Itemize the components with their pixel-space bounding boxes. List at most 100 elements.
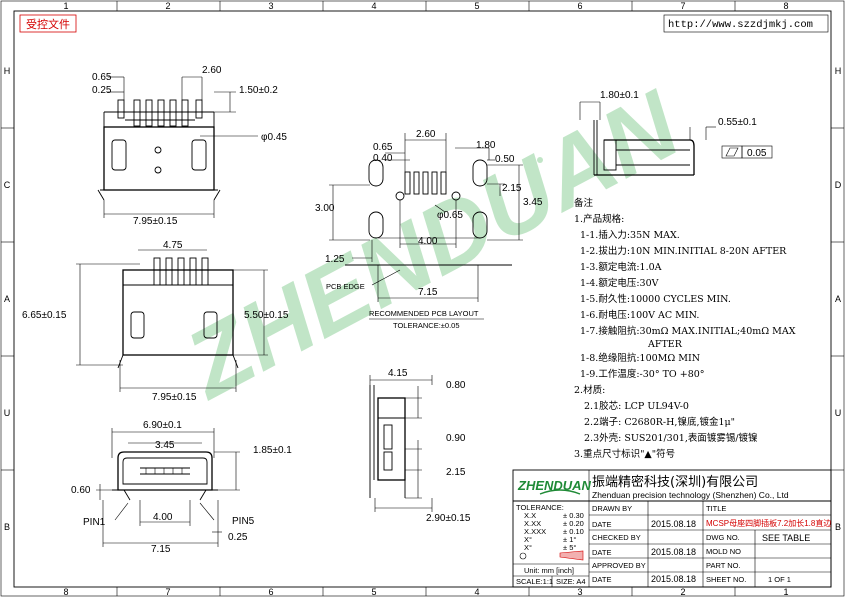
grid-row-label: H	[835, 66, 842, 76]
grid-col-label: 6	[268, 587, 273, 597]
grid-col-label: 8	[63, 587, 68, 597]
note-line: 1-8.绝缘阻抗:100MΩ MIN	[580, 352, 700, 364]
grid-row-label: U	[835, 408, 842, 418]
checked-by-label: CHECKED BY	[592, 533, 641, 542]
grid-row-label: B	[835, 522, 841, 532]
note-line: 2.2端子: C2680R-H,镍底,镀金1μ"	[584, 416, 735, 428]
dwg-no-value: SEE TABLE	[762, 533, 810, 543]
mold-no-label: MOLD NO	[706, 547, 741, 556]
bottom-view	[96, 428, 240, 547]
dim-label: 7.15	[151, 544, 171, 555]
dim-label: 0.65	[92, 72, 112, 83]
tol-key: X.X	[524, 511, 536, 520]
grid-row-label: B	[4, 522, 10, 532]
dim-label: 0.25	[228, 532, 248, 543]
note-line: 1-9.工作温度:-30° TO +80°	[580, 368, 705, 380]
projection-symbol	[519, 552, 527, 560]
pcb-tolerance: TOLERANCE:±0.05	[393, 321, 460, 330]
drawn-date: 2015.08.18	[651, 519, 696, 529]
inner-border	[13, 10, 832, 588]
sheet-no-value: 1 OF 1	[768, 575, 791, 584]
grid-col-label: 7	[680, 1, 685, 11]
grid-column-labels-top: 1 2 3 4 5 6 7 8	[63, 1, 788, 11]
dim-label: 2.60	[416, 129, 436, 140]
pin5-label: PIN5	[232, 516, 255, 527]
top-view	[97, 76, 258, 218]
note-line: 1-7.接触阻抗:30mΩ MAX.INITIAL;40mΩ MAX	[580, 325, 796, 337]
dim-label: 4.00	[418, 236, 438, 247]
dim-label: 4.00	[153, 512, 173, 523]
dim-label: 0.40	[373, 153, 393, 164]
pcb-layout-title: RECOMMENDED PCB LAYOUT	[369, 309, 479, 318]
dim-label: 1.80	[476, 140, 496, 151]
sheet-no-label: SHEET NO.	[706, 575, 746, 584]
bottom-view-dims: 6.90±0.1 3.45 1.85±0.1 0.60 4.00 7.15 0.…	[71, 420, 292, 555]
approved-by-label: APPROVED BY	[592, 561, 646, 570]
grid-row-label: A	[835, 294, 841, 304]
top-view-dims: 0.65 0.25 2.60 1.50±0.2 φ0.45 7.95±0.15	[92, 65, 287, 227]
grid-col-label: 1	[63, 1, 68, 11]
unit-label: Unit: mm [inch]	[524, 566, 574, 575]
note-line: 1.产品规格:	[574, 213, 624, 225]
url-box	[663, 14, 829, 33]
title-label: TITLE	[706, 504, 726, 513]
dim-label: 7.95±0.15	[133, 216, 178, 227]
controlled-doc-label: 受控文件	[26, 17, 70, 31]
scale-label: SCALE:1:1	[516, 577, 553, 586]
grid-col-label: 3	[577, 587, 582, 597]
dim-label: φ0.45	[261, 132, 287, 143]
dim-label: 2.15	[502, 183, 522, 194]
dim-label: 6.90±0.1	[143, 420, 182, 431]
grid-col-label: 1	[783, 587, 788, 597]
flatness-value: 0.05	[747, 148, 767, 159]
dim-label: 3.00	[315, 203, 335, 214]
company-name-cn: 振端精密科技(深圳)有限公司	[592, 474, 758, 490]
tol-key: X.XX	[524, 519, 541, 528]
front-view	[76, 249, 268, 392]
grid-col-label: 2	[165, 1, 170, 11]
note-line: 1-6.耐电压:100V AC MIN.	[580, 309, 699, 321]
dim-label: 5.50±0.15	[244, 310, 289, 321]
pcb-layout	[329, 133, 523, 302]
grid-column-labels-bottom: 8 7 6 5 4 3 2 1	[63, 587, 788, 597]
grid-col-label: 6	[577, 1, 582, 11]
note-line: 2.材质:	[574, 384, 605, 396]
date-label: DATE	[592, 548, 611, 557]
side-view-dims: 4.15 0.80 0.90 2.15 2.90±0.15	[388, 368, 471, 524]
side-top-dims: 1.80±0.1 0.55±0.1 0.05	[600, 90, 767, 159]
dim-label: 0.50	[495, 154, 515, 165]
dim-label: 0.55±0.1	[718, 117, 757, 128]
dim-label: 0.90	[446, 433, 466, 444]
company-url[interactable]: http://www.szzdjmkj.com	[668, 19, 813, 31]
date-label: DATE	[592, 575, 611, 584]
checked-date: 2015.08.18	[651, 547, 696, 557]
tol-key: X°	[524, 543, 532, 552]
tolerance-label: TOLERANCE:	[516, 503, 564, 512]
tol-val: ± 0.20	[563, 519, 584, 528]
side-top-view	[579, 101, 773, 176]
grid-col-label: 3	[268, 1, 273, 11]
note-line: 1-2.拔出力:10N MIN.INITIAL 8-20N AFTER	[580, 245, 787, 257]
pin1-label: PIN1	[83, 517, 106, 528]
grid-col-label: 5	[371, 587, 376, 597]
date-label: DATE	[592, 520, 611, 529]
dim-label: 6.65±0.15	[22, 310, 67, 321]
approved-date: 2015.08.18	[651, 574, 696, 584]
grid-row-label: D	[835, 180, 842, 190]
pcb-dims: 0.65 0.40 2.60 1.80 0.50 3.00 2.15 3.45 …	[315, 129, 543, 330]
front-view-dims: 4.75 6.65±0.15 5.50±0.15 7.95±0.15	[22, 240, 289, 403]
note-line: 1-5.耐久性:10000 CYCLES MIN.	[580, 293, 731, 305]
tol-key: X.XXX	[524, 527, 546, 536]
dim-label: 4.15	[388, 368, 408, 379]
tol-val: ± 1°	[563, 535, 576, 544]
dim-label: 0.80	[446, 380, 466, 391]
dim-label: 3.45	[523, 197, 543, 208]
projection-cone-icon	[559, 550, 584, 561]
controlled-doc-tag	[19, 14, 77, 33]
dim-label: 1.80±0.1	[600, 90, 639, 101]
tolerance-block: TOLERANCE: X.X ± 0.30 X.XX ± 0.20 X.XXX …	[516, 503, 586, 586]
drawing-title: MCSP母座四脚插板7.2加长1.8直边	[706, 518, 831, 528]
dim-label: 0.65	[373, 142, 393, 153]
